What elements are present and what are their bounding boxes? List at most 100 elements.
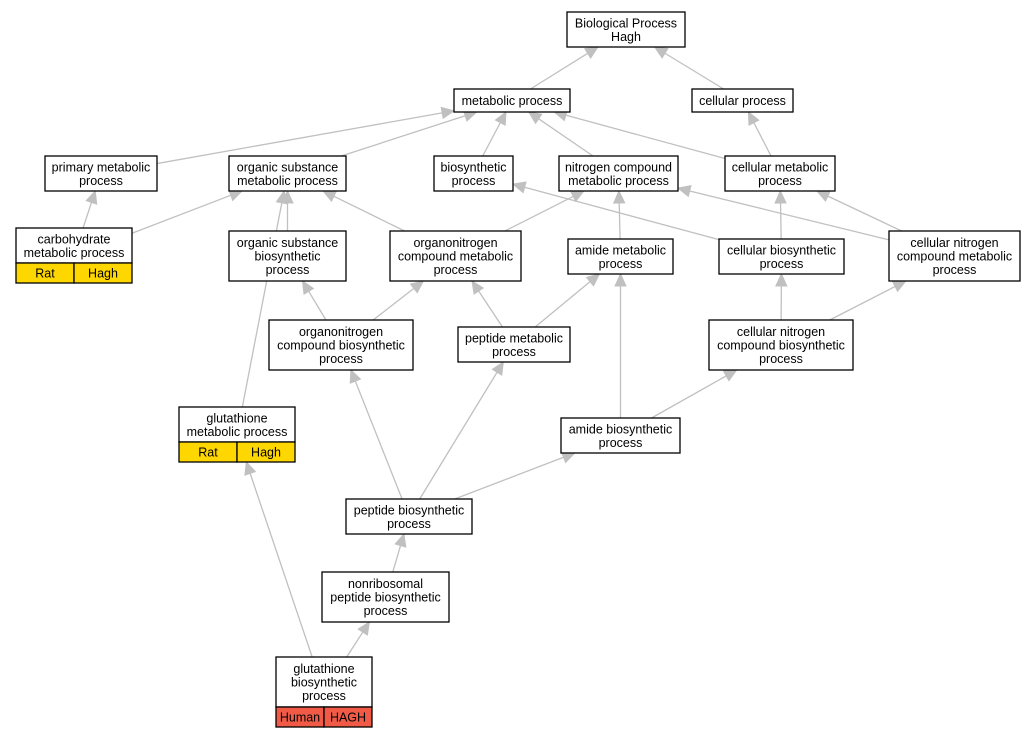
edge-line bbox=[392, 545, 402, 573]
edge-line bbox=[664, 52, 724, 90]
edge-line bbox=[618, 202, 621, 240]
node-cellular[interactable]: cellular process bbox=[691, 88, 794, 113]
edge-line bbox=[524, 186, 720, 241]
node-label-line: process bbox=[492, 345, 536, 359]
node-label-line: metabolic process bbox=[24, 246, 125, 260]
node-label-line: metabolic process bbox=[187, 425, 288, 439]
edge-primary-to-metabolic bbox=[156, 106, 456, 165]
edge-line bbox=[534, 281, 591, 328]
edge-amidemeta-to-nitrogen bbox=[612, 189, 626, 240]
edge-line bbox=[504, 195, 574, 232]
annotation-cell bbox=[236, 441, 296, 463]
edge-biosynthetic-to-metabolic bbox=[482, 110, 507, 157]
edge-line bbox=[482, 122, 501, 157]
edge-arrowhead bbox=[815, 190, 831, 203]
node-label-line: organic substance bbox=[237, 236, 339, 250]
node-box bbox=[321, 571, 450, 623]
node-box bbox=[566, 11, 686, 48]
node-label-line: Hagh bbox=[611, 30, 641, 44]
edge-arrowhead bbox=[747, 110, 760, 126]
edge-carbo-to-organic bbox=[131, 189, 244, 234]
edge-arrowhead bbox=[357, 620, 370, 636]
node-box bbox=[44, 155, 158, 192]
node-box bbox=[708, 319, 854, 371]
node-label-line: cellular nitrogen bbox=[737, 325, 825, 339]
edge-organic-to-metabolic bbox=[341, 109, 478, 157]
node-metabolic[interactable]: metabolic process bbox=[453, 88, 571, 113]
node-label-line: primary metabolic bbox=[52, 160, 151, 174]
annotation-cell-label: HAGH bbox=[330, 711, 366, 725]
edge-arrowhead bbox=[653, 46, 669, 59]
edge-cellnit-to-nitrogen bbox=[676, 184, 890, 241]
edge-cellnitbio-to-cellnit bbox=[829, 280, 907, 321]
node-label-line: process bbox=[364, 604, 408, 618]
node-label-line: biosynthetic bbox=[291, 676, 357, 690]
node-label-line: compound metabolic bbox=[897, 250, 1012, 264]
node-label-line: biosynthetic bbox=[440, 160, 506, 174]
edge-line bbox=[354, 380, 403, 500]
edge-line bbox=[372, 287, 415, 321]
edge-arrowhead bbox=[471, 279, 485, 295]
edge-line bbox=[346, 631, 364, 658]
node-box bbox=[558, 155, 679, 192]
node-label-line: process bbox=[599, 436, 643, 450]
node-box bbox=[888, 230, 1021, 282]
edge-cellbio-to-cellmeta bbox=[774, 189, 787, 240]
annotation-cell-label: Rat bbox=[198, 446, 218, 460]
edge-arrowhead bbox=[394, 532, 407, 548]
edge-arrowhead bbox=[301, 279, 315, 295]
annotation-cell-label: Human bbox=[280, 711, 320, 725]
node-box bbox=[691, 88, 794, 113]
edge-glutbio-to-glutmeta bbox=[244, 460, 313, 658]
node-box bbox=[433, 155, 514, 192]
edge-arrowhead bbox=[722, 369, 738, 382]
edge-orgnit-to-nitrogen bbox=[504, 190, 585, 232]
edge-nitrogen-to-metabolic bbox=[527, 111, 594, 157]
edge-metabolic-to-bp bbox=[530, 46, 599, 90]
edge-arrowhead bbox=[409, 280, 425, 294]
node-box bbox=[345, 498, 473, 535]
node-label-line: process bbox=[599, 257, 643, 271]
edge-line bbox=[454, 456, 564, 500]
annotation-cell-label: Hagh bbox=[251, 446, 281, 460]
node-label-line: process bbox=[302, 689, 346, 703]
node-box bbox=[228, 155, 347, 192]
node-box bbox=[228, 230, 347, 282]
node-box bbox=[389, 230, 522, 282]
edge-nonribo-to-peptbio bbox=[392, 532, 407, 573]
node-box bbox=[724, 155, 836, 192]
node-label-line: nitrogen compound bbox=[565, 160, 672, 174]
edge-cellular-to-bp bbox=[653, 46, 724, 90]
edge-amidebio-to-cellnitbio bbox=[651, 369, 738, 419]
edge-line bbox=[829, 285, 896, 321]
node-label-line: biosynthetic bbox=[254, 250, 320, 264]
node-label-line: process bbox=[387, 517, 431, 531]
edge-arrowhead bbox=[612, 189, 626, 204]
node-label-line: process bbox=[452, 174, 496, 188]
node-label-line: compound metabolic bbox=[398, 250, 513, 264]
edge-peptmeta-to-orgnit bbox=[471, 279, 503, 328]
edge-arrowhead bbox=[491, 360, 504, 376]
edge-line bbox=[82, 202, 93, 229]
